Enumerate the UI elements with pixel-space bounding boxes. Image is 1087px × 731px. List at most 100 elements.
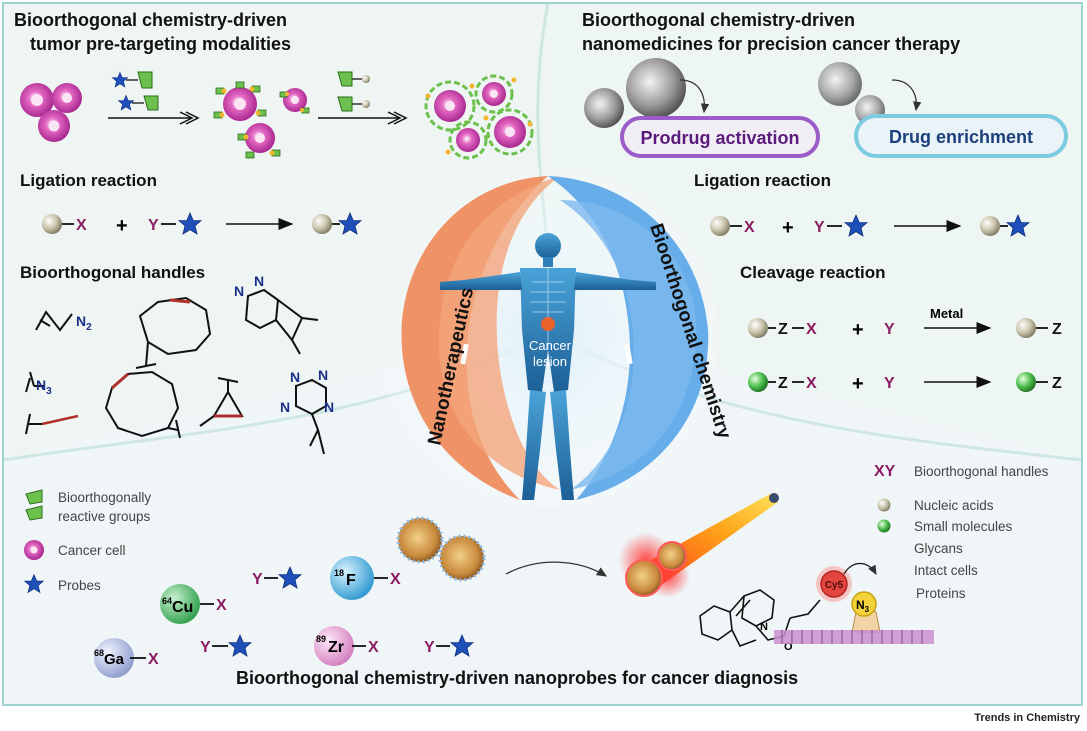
plus-sign: + xyxy=(116,215,128,237)
legend-cancer-cell: Cancer cell xyxy=(58,543,126,558)
legend-reactive-line2: reactive groups xyxy=(58,509,151,524)
figure-border xyxy=(2,2,1083,706)
svg-text:89: 89 xyxy=(316,634,326,644)
svg-text:X: X xyxy=(390,571,401,588)
svg-text:N: N xyxy=(234,283,244,299)
svg-text:Cu: Cu xyxy=(172,599,193,616)
handles-heading: Bioorthogonal handles xyxy=(20,263,205,282)
small-molecule-icon xyxy=(1016,372,1036,392)
tumor-icon xyxy=(541,317,555,331)
handle-y: Y xyxy=(814,219,825,236)
legend-item-1: Small molecules xyxy=(914,519,1013,534)
y-star-probes: Y Y Y xyxy=(200,566,474,657)
small-molecule-icon xyxy=(748,372,768,392)
journal-footer: Trends in Chemistry xyxy=(974,712,1081,724)
bead-icon xyxy=(312,214,332,234)
legend-xy: XY xyxy=(874,463,896,480)
handle-z: Z xyxy=(778,321,788,338)
double-arrowhead-1 xyxy=(179,111,200,125)
svg-text:N: N xyxy=(254,273,264,289)
legend-left: Bioorthogonally reactive groups Cancer c… xyxy=(24,489,151,593)
nanoparticles-prodrug xyxy=(584,58,710,128)
human-body-icon xyxy=(440,233,656,500)
handle-y: Y xyxy=(884,321,895,338)
probe-conjugates xyxy=(112,71,159,111)
bead-icon xyxy=(42,214,62,234)
right-ligation-scheme: X + Y xyxy=(710,214,1030,239)
top-right-title-line1: Bioorthogonal chemistry-driven xyxy=(582,10,855,30)
cleavage-scheme-green: Z X + Y Z xyxy=(748,372,1062,395)
top-left-title-line1: Bioorthogonal chemistry-driven xyxy=(14,10,287,30)
legend-item-3: Intact cells xyxy=(914,563,978,578)
svg-text:68: 68 xyxy=(94,648,104,658)
small-molecule-icon xyxy=(877,519,891,533)
bead-conjugate xyxy=(337,71,370,112)
svg-text:18: 18 xyxy=(334,568,344,578)
handle-x: X xyxy=(806,321,817,338)
drug-enrichment-badge xyxy=(854,114,1068,158)
right-ligation-heading: Ligation reaction xyxy=(694,171,831,190)
plus-sign: + xyxy=(852,319,864,341)
nanoprobes xyxy=(396,516,486,582)
cell-membrane xyxy=(774,630,934,644)
svg-text:Y: Y xyxy=(252,571,263,588)
svg-text:Zr: Zr xyxy=(328,639,344,656)
drug-enrichment-label: Drug enrichment xyxy=(889,127,1033,147)
svg-text:Ga: Ga xyxy=(104,651,125,668)
top-left-title-line2: tumor pre-targeting modalities xyxy=(30,34,291,54)
isotope-ga: 68 Ga X xyxy=(94,638,159,678)
cy5-label: Cy5 xyxy=(825,580,844,591)
svg-text:F: F xyxy=(346,572,356,589)
chemical-structures xyxy=(25,288,327,455)
metal-label: Metal xyxy=(930,306,963,321)
azide-on-membrane: N3 xyxy=(851,591,881,633)
svg-text:N: N xyxy=(324,399,334,415)
svg-text:Y: Y xyxy=(424,639,435,656)
bottom-title: Bioorthogonal chemistry-driven nanoprobe… xyxy=(236,668,798,688)
svg-text:Y: Y xyxy=(200,639,211,656)
cy5-dye-icon xyxy=(820,570,848,598)
svg-text:N: N xyxy=(318,367,328,383)
handle-y: Y xyxy=(148,217,159,234)
svg-text:64: 64 xyxy=(162,596,172,606)
bead-icon xyxy=(748,318,768,338)
svg-text:N3: N3 xyxy=(856,598,870,614)
svg-text:X: X xyxy=(216,597,227,614)
lesion-label-line1: Cancer xyxy=(529,338,572,353)
click-arrow xyxy=(843,562,877,576)
svg-text:X: X xyxy=(148,651,159,668)
crosslinked-cells xyxy=(424,74,534,160)
isotope-zr: 89 Zr X xyxy=(314,626,379,666)
reactive-group-icon xyxy=(25,489,43,505)
prodrug-activation-label: Prodrug activation xyxy=(640,128,799,148)
plus-sign: + xyxy=(852,373,864,395)
handle-z: Z xyxy=(1052,321,1062,338)
n2-label: N2 xyxy=(76,313,92,333)
cleavage-scheme-metal: Z X + Y Metal Z xyxy=(748,306,1062,341)
legend-probes: Probes xyxy=(58,578,101,593)
legend-item-0: Nucleic acids xyxy=(914,498,994,513)
membrane-lipids xyxy=(781,630,923,644)
prodrug-activation-badge xyxy=(620,116,820,158)
plus-sign: + xyxy=(782,217,794,239)
legend-reactive-line1: Bioorthogonally xyxy=(58,490,151,505)
lesion-label-line2: lesion xyxy=(533,354,567,369)
bead-icon xyxy=(710,216,730,236)
handle-x: X xyxy=(806,375,817,392)
handle-z: Z xyxy=(778,375,788,392)
svg-text:N: N xyxy=(290,369,300,385)
nanoparticles-enrichment xyxy=(818,62,922,125)
legend-item-2: Glycans xyxy=(914,541,963,556)
handle-z: Z xyxy=(1052,375,1062,392)
legend-item-4: Proteins xyxy=(916,586,966,601)
isotope-f: 18 F X xyxy=(330,556,401,600)
svg-text:N: N xyxy=(280,399,290,415)
n3-label: N3 xyxy=(36,377,52,397)
handle-y: Y xyxy=(884,375,895,392)
double-arrowhead-2 xyxy=(387,111,408,125)
dbco-o-label: O xyxy=(784,641,793,653)
cleavage-heading: Cleavage reaction xyxy=(740,263,886,282)
tetrazine-n-labels: N N N N N N xyxy=(234,273,334,415)
